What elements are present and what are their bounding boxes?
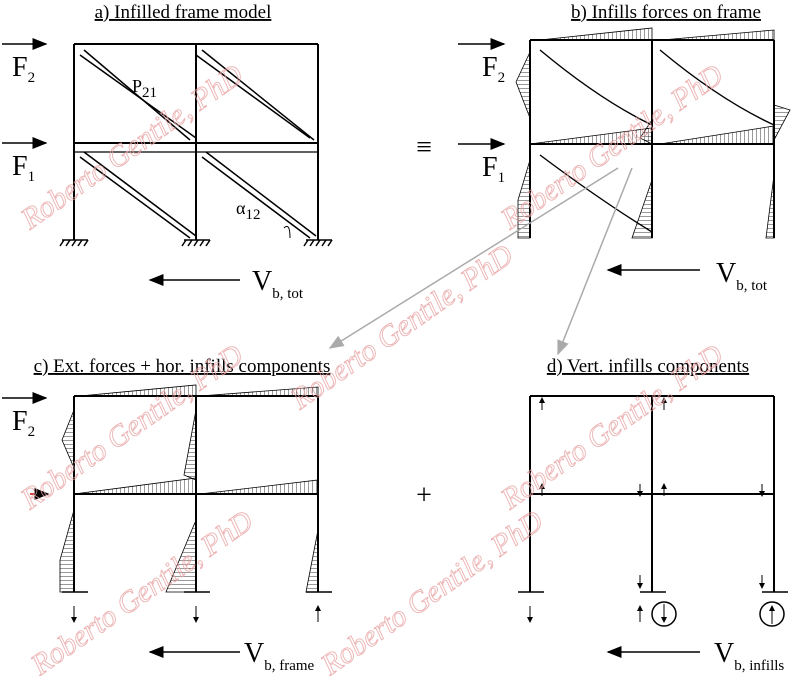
svg-text:Vb, frame: Vb, frame <box>244 638 315 674</box>
panel-b: b) Infills forces on frame F2 <box>328 2 791 356</box>
base-shear-a: Vb, tot <box>148 266 304 302</box>
frame-d <box>529 395 775 592</box>
panel-d-title: d) Vert. infills components <box>547 356 749 377</box>
base-shear-d: Vb, infills <box>606 638 784 674</box>
base-shear-c: Vb, frame <box>148 638 315 674</box>
diagrams-c <box>59 384 319 593</box>
svg-text:F1: F1 <box>12 151 35 185</box>
svg-text:Vb, tot: Vb, tot <box>716 258 768 294</box>
equivalence-sign: ≡ <box>416 132 432 163</box>
frame-a <box>73 43 319 240</box>
panel-c: c) Ext. forces + hor. infills components <box>2 356 332 674</box>
f1-arrow-a: F1 <box>2 137 48 185</box>
panel-b-title: b) Infills forces on frame <box>571 2 761 23</box>
f2-arrow-b: F2 <box>458 38 506 86</box>
vertical-arrows-d <box>527 397 765 623</box>
svg-text:F2: F2 <box>12 406 35 440</box>
f2-arrow-a: F2 <box>2 38 48 86</box>
base-shear-b: Vb, tot <box>606 258 768 294</box>
panel-a-title: a) Infilled frame model <box>95 2 272 23</box>
split-arrows <box>328 167 633 356</box>
circled-reactions-d <box>651 601 785 627</box>
supports-a <box>59 239 333 247</box>
svg-text:Vb, tot: Vb, tot <box>252 266 304 302</box>
panel-c-title: c) Ext. forces + hor. infills components <box>34 356 331 377</box>
svg-text:F2: F2 <box>12 52 35 86</box>
f2-arrow-c: F2 <box>2 392 48 440</box>
supports-c <box>62 591 332 623</box>
svg-text:Roberto Gentile, PhD: Roberto Gentile, PhD <box>284 238 519 416</box>
svg-text:Roberto Gentile, PhD: Roberto Gentile, PhD <box>24 504 259 676</box>
svg-text:F2: F2 <box>482 52 505 86</box>
panel-d: d) Vert. infills components <box>518 356 788 674</box>
svg-text:Roberto Gentile, PhD: Roberto Gentile, PhD <box>314 504 549 676</box>
strut-label: P21 <box>132 76 157 101</box>
angle-label: α12 <box>236 198 260 223</box>
plus-sign: + <box>416 480 432 511</box>
svg-text:F1: F1 <box>482 152 505 186</box>
svg-text:Vb, infills: Vb, infills <box>714 638 784 674</box>
panel-a: a) Infilled frame model F2 <box>2 2 333 302</box>
f1-arrow-b: F1 <box>458 138 506 186</box>
diagrams-b <box>515 27 791 239</box>
